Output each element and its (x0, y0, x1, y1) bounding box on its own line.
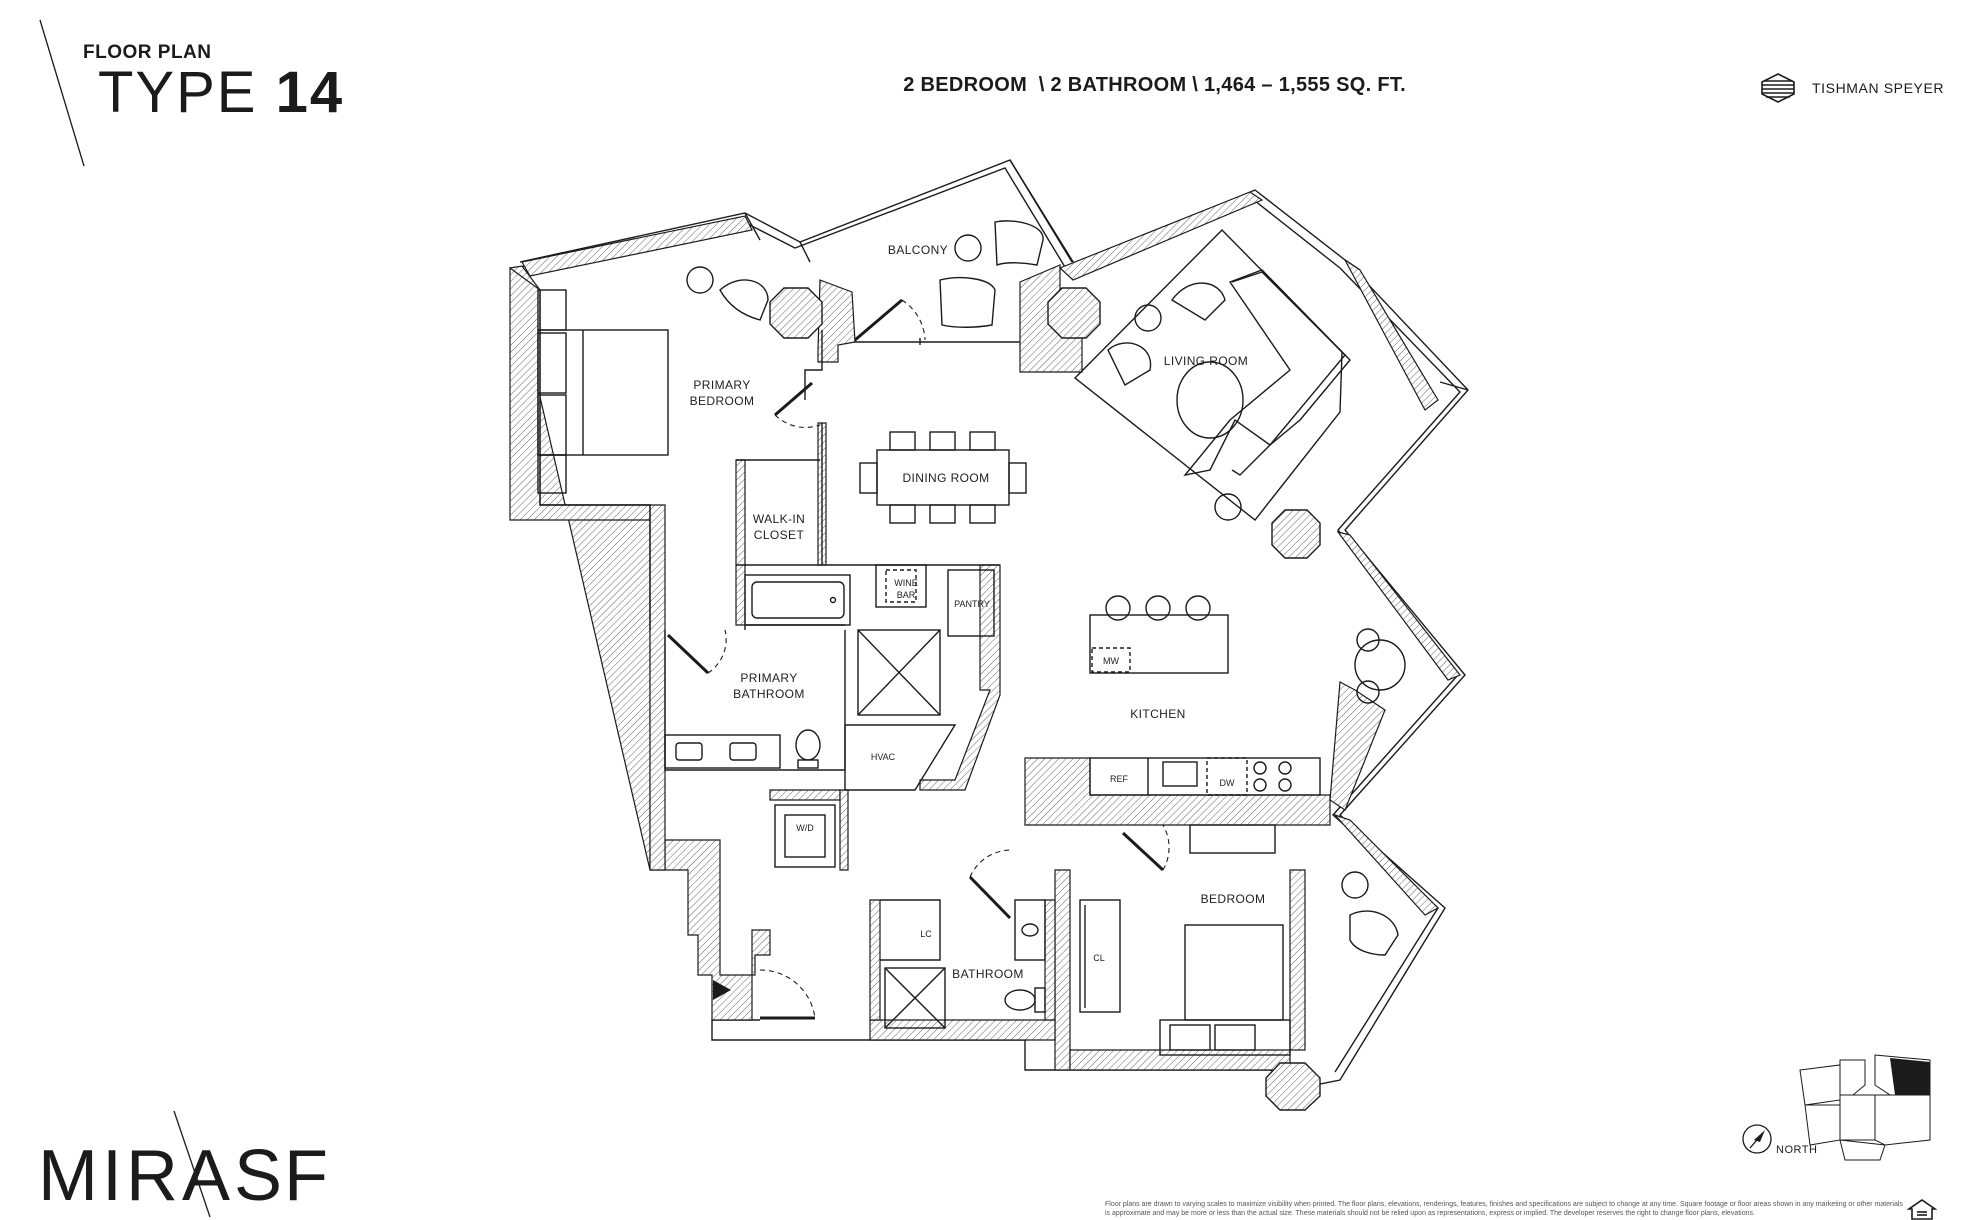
key-plan (1799, 1054, 1931, 1161)
label-wine-2: BAR (897, 590, 916, 600)
label-wine-1: WINE (894, 578, 918, 588)
brand-logo-main: MIRA (38, 1136, 234, 1216)
column-1 (769, 287, 823, 339)
label-kitchen: KITCHEN (1130, 707, 1185, 721)
column-4 (1265, 1062, 1321, 1111)
label-mw: MW (1103, 656, 1119, 666)
header-slash-line (39, 19, 85, 167)
label-lc: LC (920, 929, 932, 939)
label-hvac: HVAC (871, 752, 896, 762)
plan-type-number: 14 (275, 60, 345, 125)
legal-disclaimer: Floor plans are drawn to varying scales … (1105, 1201, 1903, 1217)
label-cl: CL (1093, 953, 1105, 963)
plan-type-word: TYPE (98, 60, 258, 125)
column-2 (1047, 287, 1101, 339)
label-bathroom: BATHROOM (952, 967, 1024, 981)
label-balcony: BALCONY (888, 243, 948, 257)
label-walkin-1: WALK-IN (753, 512, 805, 526)
label-ref: REF (1110, 774, 1129, 784)
key-plan-unit-highlight (1890, 1058, 1930, 1095)
label-pantry: PANTRY (954, 599, 990, 609)
north-arrow-icon (1742, 1124, 1772, 1154)
developer-name: TISHMAN SPEYER (1812, 80, 1945, 96)
north-label: NORTH (1776, 1144, 1818, 1156)
floor-plan-label: FLOOR PLAN (83, 42, 212, 63)
plan-type-title: TYPE 14 (98, 64, 344, 122)
brand-logo-suffix: SF (234, 1136, 331, 1216)
label-dining-room: DINING ROOM (902, 471, 989, 485)
label-primary-bath-1: PRIMARY (740, 671, 797, 685)
label-dw: DW (1220, 778, 1235, 788)
entry-arrow-icon (713, 980, 731, 1000)
equal-housing-icon (1907, 1199, 1937, 1220)
label-living-room: LIVING ROOM (1164, 354, 1248, 368)
developer-logo-icon (1761, 73, 1795, 103)
label-walkin-2: CLOSET (754, 528, 805, 542)
column-3 (1271, 509, 1321, 559)
label-wd: W/D (796, 823, 814, 833)
brand-logo: MIRASF (38, 1140, 330, 1212)
label-primary-bath-2: BATHROOM (733, 687, 805, 701)
label-primary-bedroom-1: PRIMARY (693, 378, 750, 392)
label-bedroom: BEDROOM (1201, 892, 1266, 906)
unit-specs: 2 BEDROOM \ 2 BATHROOM \ 1,464 – 1,555 S… (903, 74, 1406, 96)
brand-slash-line (173, 1110, 211, 1218)
label-primary-bedroom-2: BEDROOM (690, 394, 755, 408)
